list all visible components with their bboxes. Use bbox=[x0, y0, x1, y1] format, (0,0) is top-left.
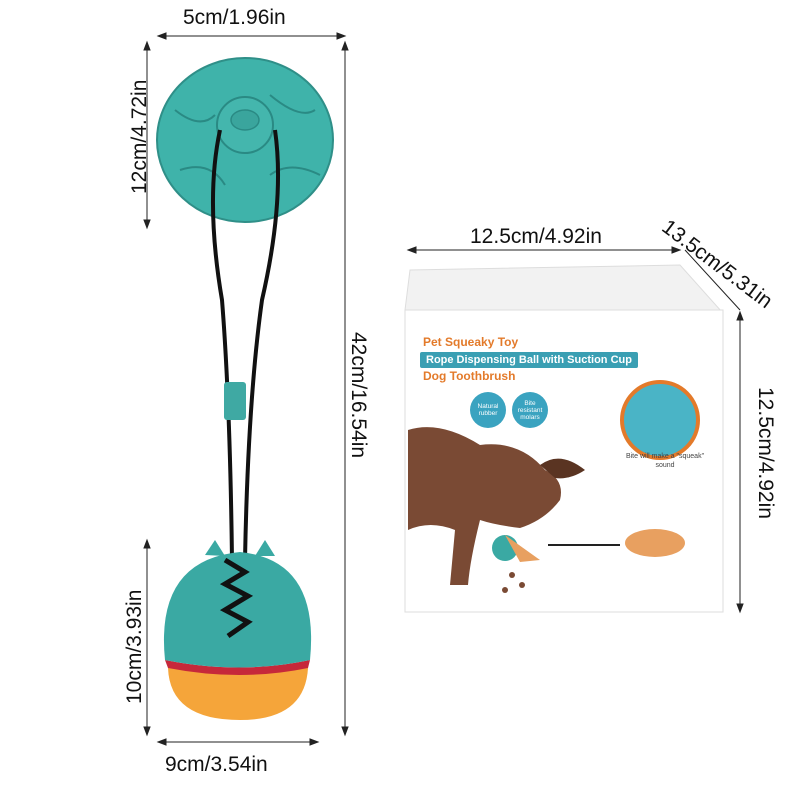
suction-height-label: 12cm/4.72in bbox=[128, 79, 151, 194]
squeak-note: Bite will make a "squeak" sound bbox=[625, 453, 705, 469]
rope bbox=[211, 129, 281, 561]
ball-height-label: 10cm/3.93in bbox=[123, 589, 146, 704]
ball-width-label: 9cm/3.54in bbox=[165, 753, 268, 776]
suction-cup bbox=[156, 57, 334, 223]
suction-width-label: 5cm/1.96in bbox=[183, 6, 286, 29]
box-title-line2: Rope Dispensing Ball with Suction Cup bbox=[420, 352, 638, 368]
box-title-line3: Dog Toothbrush bbox=[423, 369, 516, 383]
badge-natural-rubber: Natural rubber bbox=[470, 392, 506, 428]
box-depth-line bbox=[684, 249, 741, 311]
box-height-label: 12.5cm/4.92in bbox=[754, 387, 777, 519]
badge-bite-resistant: Bite resistant molars bbox=[512, 392, 548, 428]
total-length-label: 42cm/16.54in bbox=[347, 332, 370, 459]
box-title-line1: Pet Squeaky Toy bbox=[423, 335, 519, 349]
package-box bbox=[404, 264, 724, 613]
dimension-lines bbox=[143, 32, 744, 746]
box-width-label: 12.5cm/4.92in bbox=[470, 225, 602, 248]
treat-ball bbox=[163, 540, 312, 720]
rope-slider bbox=[224, 382, 246, 420]
